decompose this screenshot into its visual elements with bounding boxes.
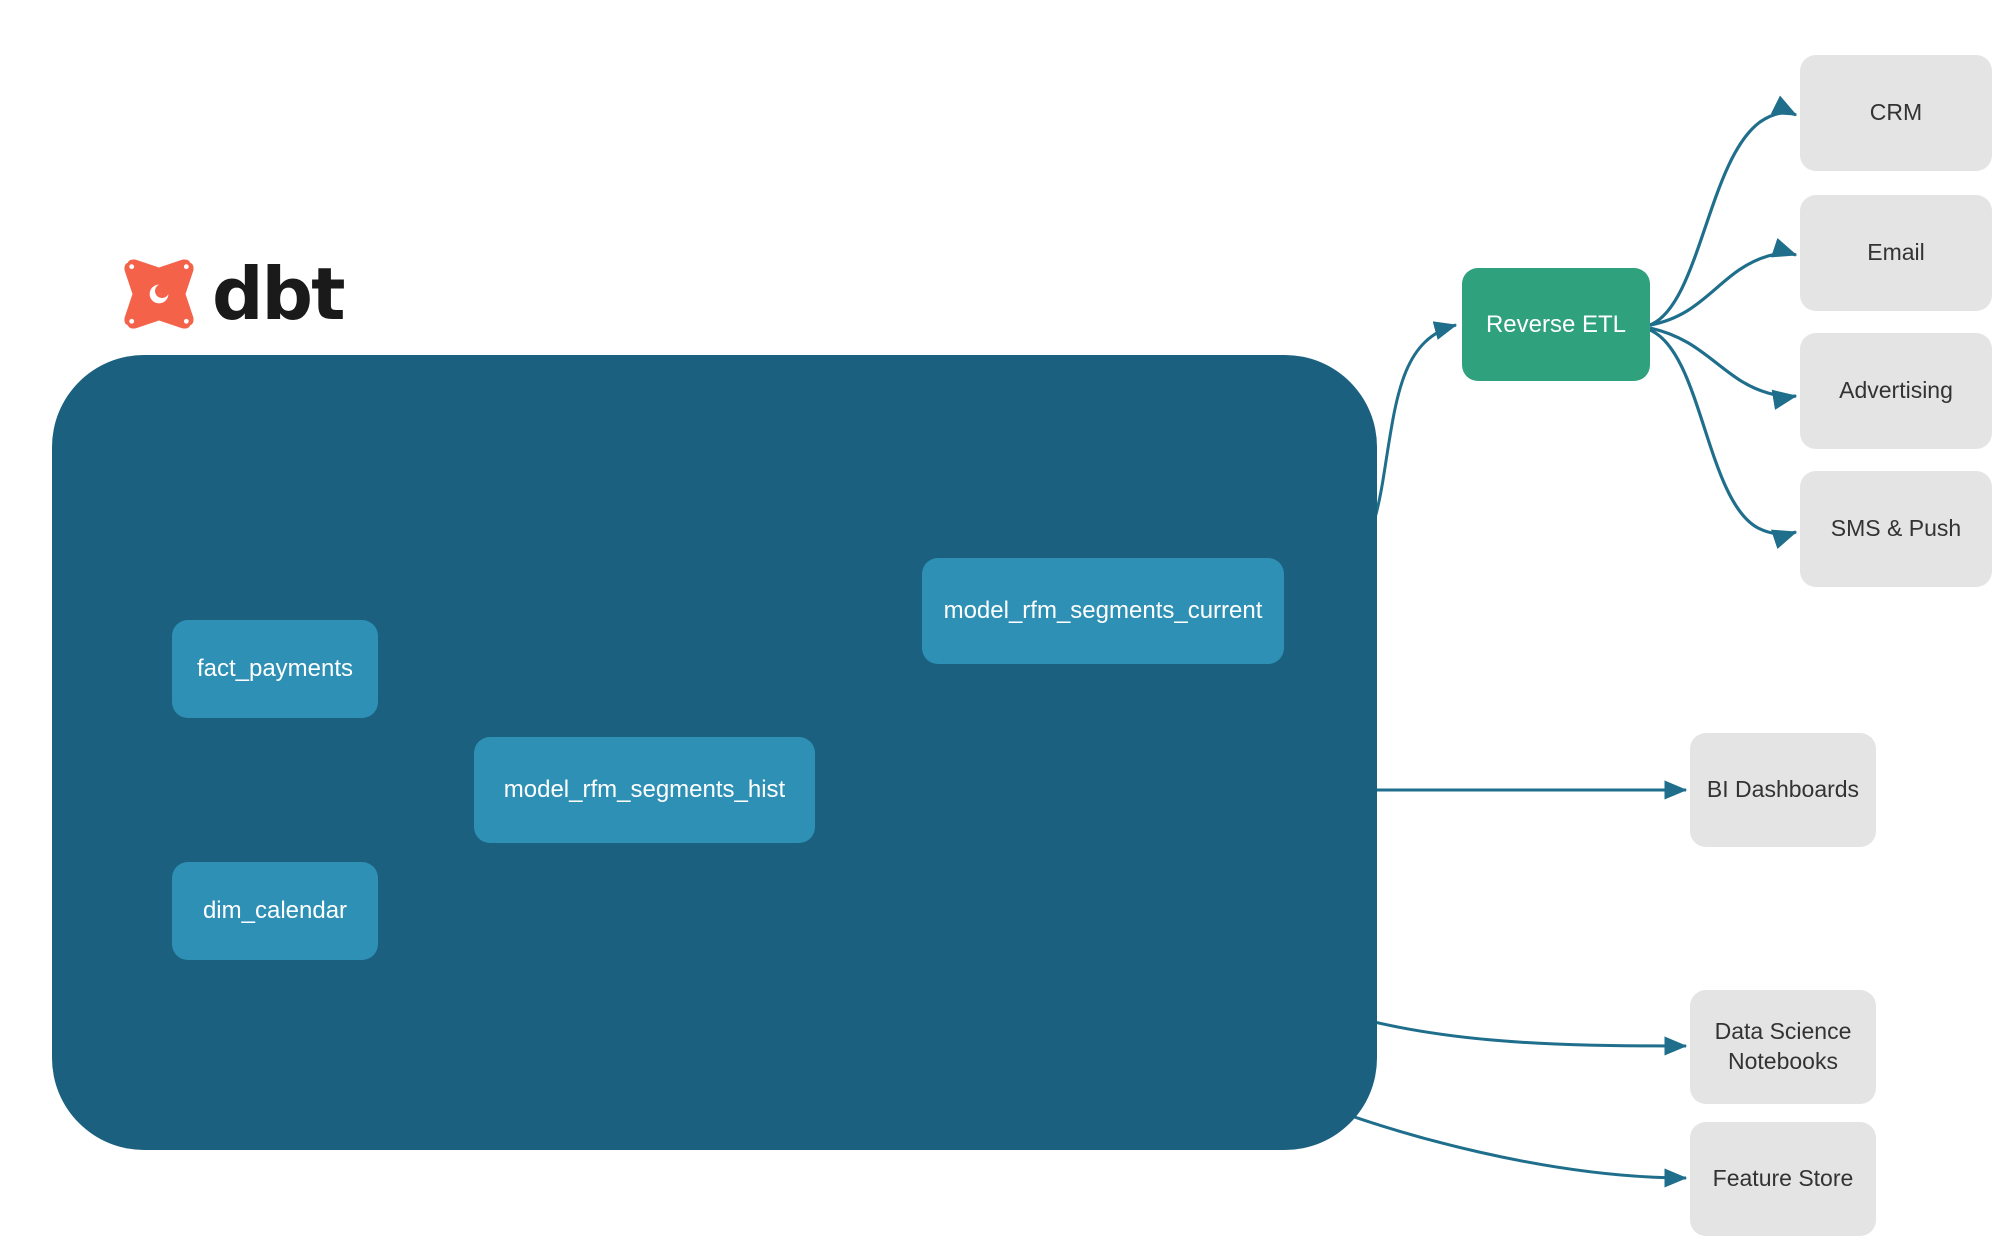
consumer-label-line-2: Notebooks	[1728, 1048, 1838, 1074]
reverse-etl-node[interactable]: Reverse ETL	[1462, 268, 1650, 381]
model-node-label: model_rfm_segments_current	[943, 597, 1263, 624]
dbt-wordmark: dbt	[212, 252, 345, 336]
edge-reverse-etl-to-advertising	[1649, 326, 1798, 410]
model-node-model-rfm-segments-hist[interactable]: model_rfm_segments_hist	[474, 737, 815, 843]
model-node-label: fact_payments	[196, 655, 354, 682]
destination-node-crm[interactable]: CRM	[1800, 55, 1992, 171]
model-node-fact-payments[interactable]: fact_payments	[172, 620, 378, 718]
reverse-etl-label: Reverse ETL	[1485, 310, 1627, 338]
consumer-node-data-science-notebooks[interactable]: Data Science Notebooks	[1690, 990, 1876, 1104]
consumer-node-feature-store[interactable]: Feature Store	[1690, 1122, 1876, 1236]
destination-label: CRM	[1869, 99, 1923, 126]
destination-node-sms-push[interactable]: SMS & Push	[1800, 471, 1992, 587]
edge-reverse-etl-to-crm	[1649, 95, 1798, 327]
consumer-label: BI Dashboards	[1706, 776, 1860, 803]
edge-reverse-etl-to-sms-push	[1649, 328, 1798, 549]
consumer-label-line-1: Data Science	[1714, 1018, 1852, 1045]
model-node-dim-calendar[interactable]: dim_calendar	[172, 862, 378, 960]
dbt-logo: dbt	[120, 252, 345, 336]
model-node-label: model_rfm_segments_hist	[503, 776, 786, 803]
consumer-label: Feature Store	[1712, 1165, 1854, 1192]
model-node-model-rfm-segments-current[interactable]: model_rfm_segments_current	[922, 558, 1284, 664]
destination-label: Advertising	[1839, 377, 1953, 404]
consumer-node-bi-dashboards[interactable]: BI Dashboards	[1690, 733, 1876, 847]
destination-node-email[interactable]: Email	[1800, 195, 1992, 311]
destination-label: SMS & Push	[1830, 515, 1962, 542]
edge-reverse-etl-to-email	[1649, 238, 1798, 327]
destination-node-advertising[interactable]: Advertising	[1800, 333, 1992, 449]
dbt-x-logo-icon	[124, 259, 194, 329]
destination-label: Email	[1867, 239, 1925, 266]
model-node-label: dim_calendar	[202, 897, 348, 924]
